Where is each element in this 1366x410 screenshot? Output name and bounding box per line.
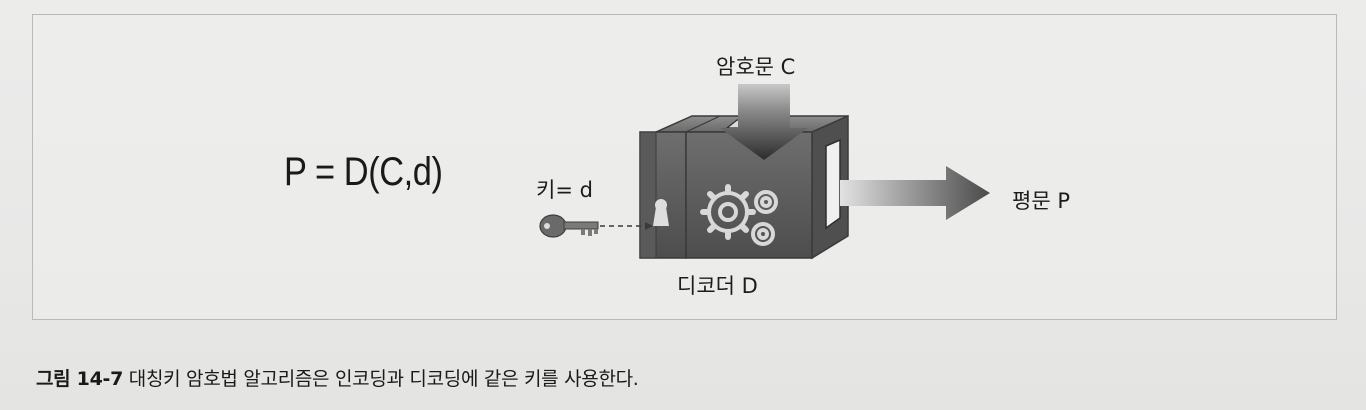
- plaintext-right-arrow: [840, 166, 990, 220]
- ciphertext-down-arrow: [720, 84, 808, 160]
- caption-text: 대칭키 암호법 알고리즘은 인코딩과 디코딩에 같은 키를 사용한다.: [123, 368, 639, 390]
- figure-caption: 그림 14-7 대칭키 암호법 알고리즘은 인코딩과 디코딩에 같은 키를 사용…: [36, 364, 639, 391]
- decryption-formula: P = D(C,d): [284, 150, 443, 194]
- key-icon: [539, 214, 599, 238]
- keyhole-icon: [653, 199, 669, 226]
- gears-icon: [700, 184, 778, 246]
- plaintext-label: 평문 P: [1012, 189, 1070, 213]
- ciphertext-label: 암호문 C: [716, 55, 796, 79]
- caption-figure-number: 그림 14-7: [36, 368, 124, 390]
- key-label: 키= d: [536, 178, 593, 202]
- key-path-arrow: [600, 222, 653, 230]
- decoder-label: 디코더 D: [677, 274, 758, 298]
